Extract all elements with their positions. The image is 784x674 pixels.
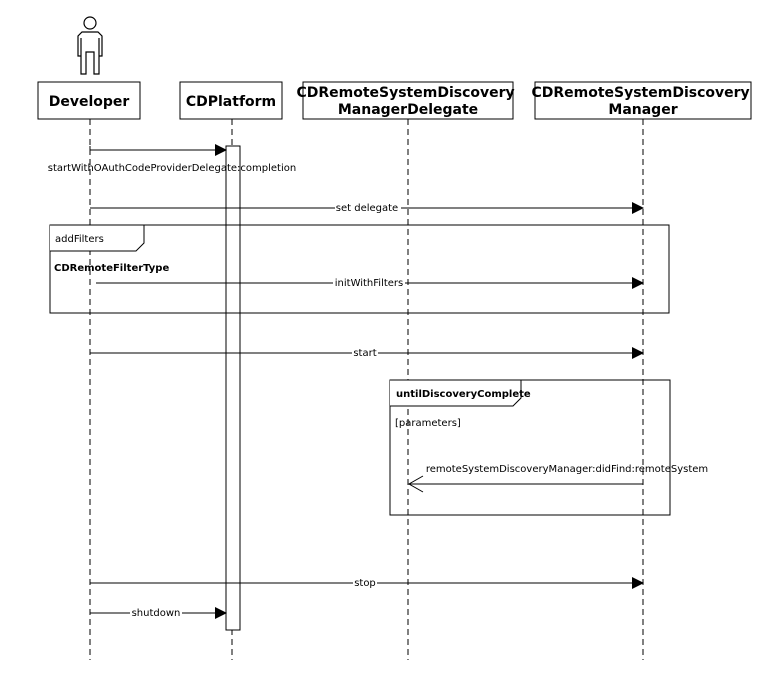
message-init-filters-label: initWithFilters [335,278,404,289]
message-shutdown: shutdown [90,606,227,619]
frame-addfilters-guard: CDRemoteFilterType [54,263,169,274]
message-shutdown-label: shutdown [132,608,181,619]
frame-until-guard: [parameters] [395,418,461,429]
frame-until-title: untilDiscoveryComplete [396,389,531,400]
message-set-delegate: set delegate [90,201,644,214]
frame-addfilters-title: addFilters [55,234,104,245]
message-stop: stop [90,576,644,589]
participant-developer-label: Developer [49,94,130,110]
message-set-delegate-label: set delegate [336,203,398,214]
message-stop-label: stop [354,578,376,589]
frame-until: untilDiscoveryComplete [parameters] [389,379,671,516]
participant-developer: Developer [37,81,141,120]
frame-addfilters: addFilters CDRemoteFilterType [49,224,670,314]
message-did-find-label: remoteSystemDiscoveryManager:didFind:rem… [426,464,708,475]
participant-cdplatform-label: CDPlatform [186,94,276,110]
participant-delegate-label: CDRemoteSystemDiscovery ManagerDelegate [296,85,519,118]
message-did-find: remoteSystemDiscoveryManager:didFind:rem… [407,464,708,493]
message-start-label: start [353,348,376,359]
participant-manager: CDRemoteSystemDiscovery Manager [531,81,754,120]
participant-manager-label: CDRemoteSystemDiscovery Manager [531,85,754,118]
activation-cdplatform [225,145,241,631]
participant-cdplatform: CDPlatform [179,81,283,120]
message-start: start [90,346,644,359]
message-start-oauth-label: startWithOAuthCodeProviderDelegate:compl… [48,163,296,174]
participant-delegate: CDRemoteSystemDiscovery ManagerDelegate [296,81,519,120]
message-init-filters: initWithFilters [96,276,644,289]
message-start-oauth: startWithOAuthCodeProviderDelegate:compl… [48,144,296,174]
actor-icon [77,16,103,75]
